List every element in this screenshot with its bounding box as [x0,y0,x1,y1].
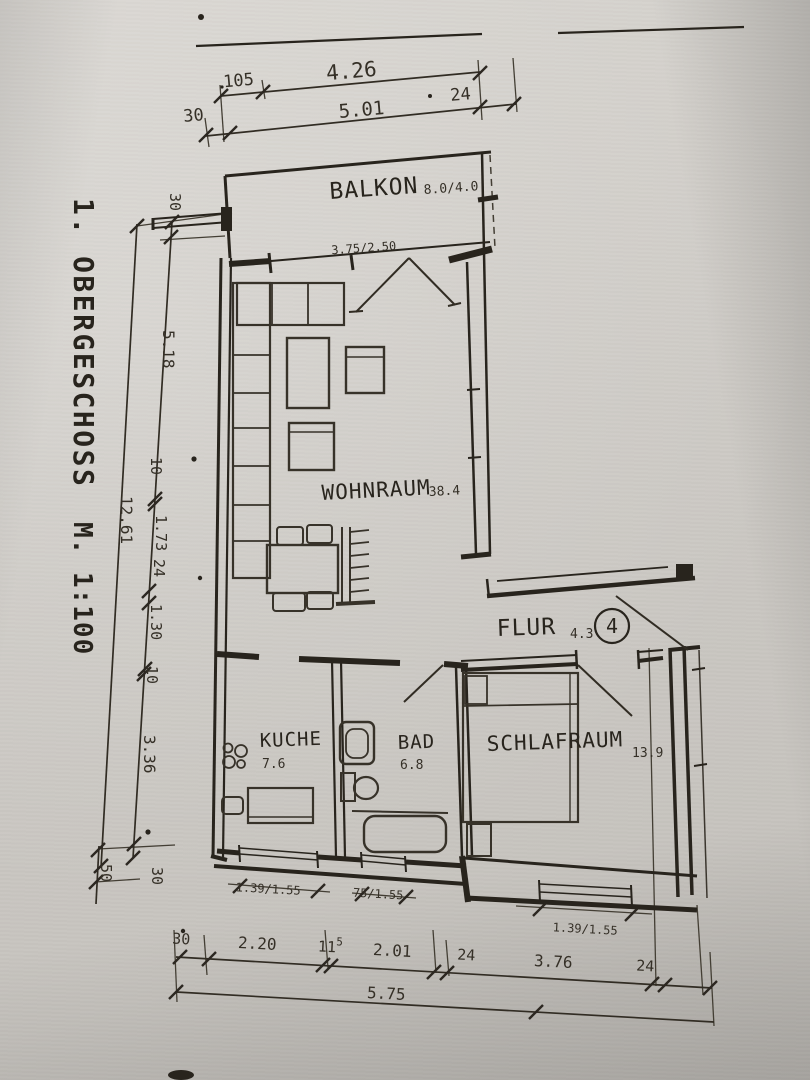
kitchen-counter [246,786,315,825]
dim-bottom-575: 5.75 [367,983,406,1004]
dining-table [265,543,340,595]
scan-artifacts [145,14,745,1080]
bedroom-door-leaf [577,664,633,717]
radiator [335,527,376,606]
balcony-door-size: 3.75/2.50 [331,239,397,258]
chair [306,591,334,610]
chair [272,592,306,612]
door-swings [348,257,689,717]
furniture [221,281,580,857]
dim-left-336: 3.36 [140,735,159,774]
schlafraum-label: SCHLAFRAUM [486,727,623,756]
armchair [344,345,386,395]
bathtub [362,814,448,854]
dim-left-173: 1.73 [152,515,170,551]
balkon-size: 8.0/4.0 [423,179,479,198]
bedroom-window-size: 1.39/1.55 [552,920,618,937]
dim-bottom-24a: 24 [457,946,476,965]
dim-left-30-top: 30 [166,193,184,211]
room-labels: BALKON 8.0/4.0 3.75/2.50 WOHNRAUM 38.4 F… [259,173,663,773]
balcony-door-leaf-right [408,257,456,306]
dim-top-501: 5.01 [338,97,386,123]
bath-window-size: 75/1.55 [353,886,404,903]
flur-label: FLUR [496,614,556,642]
coffee-table [285,336,331,410]
dim-left-518: 5.18 [159,330,178,369]
dim-top-24: 24 [449,84,471,106]
unit-number-circle [593,607,631,645]
bad-size: 6.8 [400,758,423,773]
bath-door-leaf [403,664,444,703]
dim-left-24: 24 [150,559,168,577]
bad-label: BAD [397,731,435,754]
bed [461,671,580,824]
walls [151,207,708,913]
window-labels: 1.39/1.55 75/1.55 1.39/1.55 [235,880,618,937]
extension-lines [94,57,715,1027]
dim-bottom-30: 30 [172,930,191,949]
flur-size: 4.3 [570,627,593,642]
dim-left-30-bottom: 30 [148,867,166,885]
kueche-label: KUCHE [259,728,322,752]
sofa-horizontal [235,281,346,327]
stove-burners [222,742,248,769]
dim-bottom-376: 3.76 [534,951,573,972]
sofa-vertical [231,281,272,580]
kueche-size: 7.6 [262,757,285,772]
dim-left-130: 1.30 [147,604,165,640]
washbasin [338,720,376,766]
wohnraum-size: 38.4 [428,483,460,500]
title-scale: M. 1:100 [67,522,97,655]
chair [306,524,333,544]
kitchen-window-size: 1.39/1.55 [235,880,301,897]
dim-left-10a: 10 [147,457,165,475]
dim-left-10b: 10 [143,666,161,684]
dim-bottom-220: 2.20 [238,933,277,954]
entrance-door-leaf [615,595,689,651]
dim-left-1261: 12.61 [117,496,136,544]
dims-top: 30 105 4.26 5.01 24 [182,57,471,127]
dim-bottom-24b: 24 [636,957,655,976]
wc-bowl [352,775,380,801]
nightstand [464,675,488,705]
dim-top-426: 4.26 [325,57,377,85]
nightstand [466,823,492,857]
dim-bottom-201: 2.01 [373,940,412,961]
unit-number: 4 [606,614,618,638]
balcony-door-leaf-left [355,257,410,313]
drawing-title: 1. OBERGESCHOSS M. 1:100 [67,198,100,655]
chair [276,526,304,546]
balkon-label: BALKON [329,173,420,205]
dims-bottom: 30 2.20 115 2.01 24 3.76 24 5.75 [172,930,655,1004]
wohnraum-label: WOHNRAUM [321,475,431,505]
dims-left: 30 5.18 10 1.73 24 1.30 10 3.36 30 50 12… [97,193,184,885]
dimension-lines [95,71,715,1023]
dim-top-105: 105 [222,70,254,93]
schlafraum-size: 13.9 [632,746,663,761]
kitchen-sink [221,796,244,815]
title-floor: 1. OBERGESCHOSS [67,198,100,488]
dim-left-50: 50 [97,864,115,882]
armchair [287,421,336,472]
dim-bottom-115: 115 [317,934,343,956]
dim-top-30: 30 [182,105,204,127]
